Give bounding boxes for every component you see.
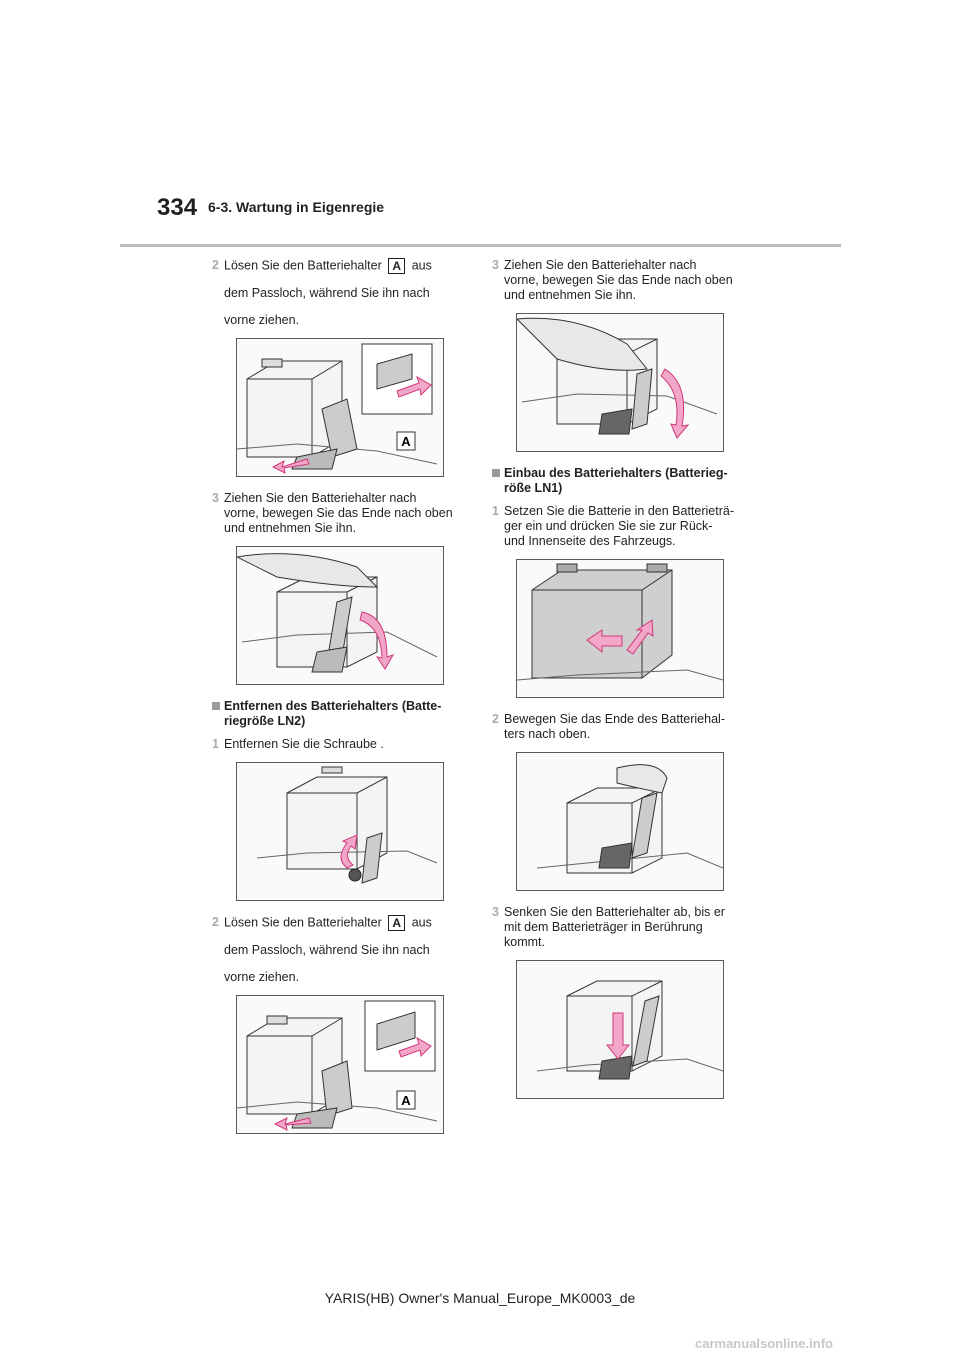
- step-text: und Innenseite des Fahrzeugs.: [504, 534, 676, 548]
- figure-holder-down: [516, 960, 724, 1099]
- battery-illustration: [517, 317, 718, 439]
- step-text: ger ein und drücken Sie sie zur Rück-: [504, 519, 713, 533]
- battery-illustration: [237, 553, 438, 673]
- step-text: und entnehmen Sie ihn.: [504, 288, 637, 302]
- step-number: 2: [212, 915, 219, 929]
- step-number: 3: [212, 491, 219, 505]
- battery-illustration: [536, 764, 723, 874]
- page-number: 334: [157, 194, 198, 221]
- watermark: carmanualsonline.info: [695, 1336, 833, 1351]
- step-pull-holder-left: 3 Ziehen Sie den Batteriehalter nach vor…: [212, 491, 477, 536]
- step-insert-battery: 1 Setzen Sie die Batterie in den Batteri…: [492, 504, 757, 549]
- section-title: 6-3. Wartung in Eigenregie: [208, 199, 385, 215]
- section-heading-install-ln1: Einbau des Batteriehalters (Batterieg- r…: [492, 466, 757, 496]
- figure-battery-holder-release: A: [236, 338, 444, 477]
- step-text: vorne, bewegen Sie das Ende nach oben: [224, 506, 453, 520]
- step-text: Ziehen Sie den Batteriehalter nach: [224, 491, 417, 505]
- heading-text: röße LN1): [504, 481, 563, 495]
- battery-illustration: A: [237, 343, 438, 474]
- step-remove-screw: 1 Entfernen Sie die Schraube .: [212, 737, 477, 752]
- label-a-box: A: [388, 915, 406, 931]
- step-text: Bewegen Sie das Ende des Batteriehal-: [504, 712, 725, 726]
- step-text: dem Passloch, während Sie ihn nach: [224, 943, 430, 957]
- figure-holder-up: [516, 752, 724, 891]
- footer-manual-id: YARIS(HB) Owner's Manual_Europe_MK0003_d…: [324, 1290, 636, 1306]
- figure-label-a: A: [401, 434, 411, 449]
- step-number: 3: [492, 258, 499, 272]
- step-move-holder-up: 2 Bewegen Sie das Ende des Batteriehal- …: [492, 712, 757, 742]
- step-remove-holder-left: 2 Lösen Sie den Batteriehalter A aus dem…: [212, 258, 477, 328]
- step-text: ters nach oben.: [504, 727, 591, 741]
- step-text: Lösen Sie den Batteriehalter: [224, 258, 382, 273]
- step-lower-holder: 3 Senken Sie den Batteriehalter ab, bis …: [492, 905, 757, 950]
- step-text: vorne, bewegen Sie das Ende nach oben: [504, 273, 733, 287]
- square-bullet-icon: [492, 469, 500, 477]
- figure-remove-screw: [236, 762, 444, 901]
- header-divider: [120, 244, 841, 247]
- figure-battery-holder-release-ln2: A: [236, 995, 444, 1134]
- heading-text: Einbau des Batteriehalters (Batterieg-: [504, 466, 728, 480]
- step-text: aus: [411, 915, 432, 930]
- step-text: Ziehen Sie den Batteriehalter nach: [504, 258, 697, 272]
- step-text: vorne ziehen.: [224, 970, 300, 984]
- square-bullet-icon: [212, 702, 220, 710]
- right-column: 3 Ziehen Sie den Batteriehalter nach vor…: [492, 258, 757, 1113]
- heading-text: riegröße LN2): [224, 714, 306, 728]
- step-number: 2: [212, 258, 219, 272]
- figure-battery-holder-lift: [236, 546, 444, 685]
- heading-text: Entfernen des Batteriehalters (Batte-: [224, 699, 442, 713]
- step-text: vorne ziehen.: [224, 313, 300, 327]
- battery-illustration: [256, 766, 438, 884]
- step-text: mit dem Batterieträger in Berührung: [504, 920, 703, 934]
- battery-illustration: A: [237, 1000, 438, 1131]
- label-a-box: A: [388, 258, 406, 274]
- step-text: dem Passloch, während Sie ihn nach: [224, 286, 430, 300]
- battery-illustration: [517, 563, 723, 681]
- figure-label-a: A: [401, 1093, 411, 1108]
- battery-illustration: [536, 980, 723, 1080]
- left-column: 2 Lösen Sie den Batteriehalter A aus dem…: [212, 258, 477, 1148]
- step-text: Senken Sie den Batteriehalter ab, bis er: [504, 905, 725, 919]
- step-number: 3: [492, 905, 499, 919]
- step-text: und entnehmen Sie ihn.: [224, 521, 357, 535]
- step-text: Setzen Sie die Batterie in den Batteriet…: [504, 504, 734, 518]
- step-text: Lösen Sie den Batteriehalter: [224, 915, 382, 930]
- figure-battery-holder-lift-ln2: [516, 313, 724, 452]
- section-heading-remove-ln2: Entfernen des Batteriehalters (Batte- ri…: [212, 699, 477, 729]
- step-text: aus: [411, 258, 432, 273]
- step-pull-holder-ln2: 3 Ziehen Sie den Batteriehalter nach vor…: [492, 258, 757, 303]
- step-number: 1: [212, 737, 219, 751]
- step-number: 1: [492, 504, 499, 518]
- step-text: Entfernen Sie die Schraube .: [224, 737, 384, 751]
- step-remove-holder-ln2: 2 Lösen Sie den Batteriehalter A aus dem…: [212, 915, 477, 985]
- figure-insert-battery: [516, 559, 724, 698]
- step-number: 2: [492, 712, 499, 726]
- step-text: kommt.: [504, 935, 545, 949]
